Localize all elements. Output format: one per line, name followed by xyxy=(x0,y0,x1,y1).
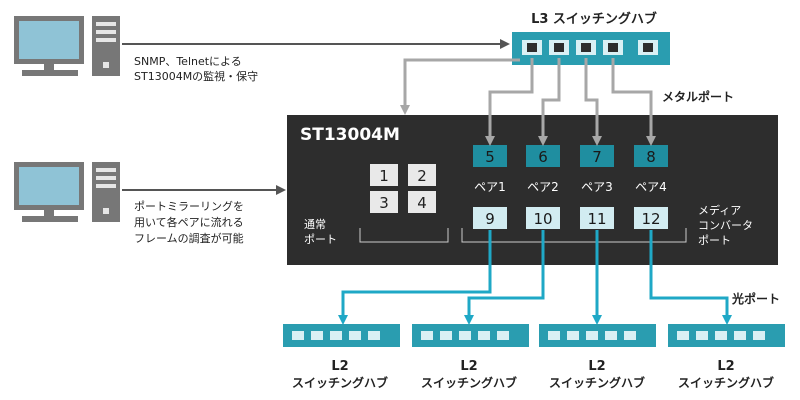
metal-port-5 xyxy=(473,145,507,167)
metal-port-number-6: 6 xyxy=(538,148,548,166)
fiber-links xyxy=(338,230,732,325)
pc-bottom-caption-line3: フレームの調査が可能 xyxy=(134,231,244,245)
pair-label-1: ペア1 xyxy=(474,180,506,194)
pair-label-3: ペア3 xyxy=(581,180,613,194)
metal-link-pair2 xyxy=(538,58,561,146)
device-title: ST13004M xyxy=(300,125,400,145)
metal-link-pair4 xyxy=(611,58,656,146)
l2-switch-4 xyxy=(668,324,785,347)
optical-ports: 9 10 11 12 xyxy=(473,207,668,229)
metal-links xyxy=(400,58,656,146)
optical-port-label: 光ポート xyxy=(731,291,780,306)
metal-link-pair3 xyxy=(584,58,602,146)
l2-switch-3-label-line2: スイッチングハブ xyxy=(549,375,645,390)
l2-switch-4-label-line2: スイッチングハブ xyxy=(678,375,774,390)
metal-port-label: メタルポート xyxy=(662,89,734,104)
metal-port-6 xyxy=(526,145,560,167)
computer-icon-bottom xyxy=(14,162,120,222)
metal-port-8 xyxy=(634,145,668,167)
l2-switch-1-label-line1: L2 xyxy=(331,359,348,374)
l2-switch-2-label-line2: スイッチングハブ xyxy=(421,375,517,390)
normal-port-1 xyxy=(370,164,398,186)
metal-port-number-5: 5 xyxy=(485,148,495,166)
l2-switch-2 xyxy=(412,324,529,347)
normal-ports-bracket xyxy=(359,228,449,243)
l2-switch-3-label-line1: L2 xyxy=(588,359,605,374)
management-link-to-device xyxy=(400,58,520,115)
l2-switch-1 xyxy=(283,324,400,347)
optical-port-12 xyxy=(634,207,668,229)
pc-bottom-caption-line1: ポートミラーリングを xyxy=(134,199,244,213)
media-converter-bracket xyxy=(461,228,687,243)
metal-port-number-8: 8 xyxy=(646,148,656,166)
metal-ports: 5 6 7 8 xyxy=(473,145,668,167)
pair-label-4: ペア4 xyxy=(635,180,667,194)
l2-switch-3 xyxy=(539,324,656,347)
normal-port-2 xyxy=(408,164,436,186)
metal-link-pair1 xyxy=(485,58,534,146)
optical-port-number-9: 9 xyxy=(485,210,495,228)
l3-switch-label: L3 スイッチングハブ xyxy=(531,11,657,27)
l3-switch-icon xyxy=(512,32,670,65)
normal-port-label-1: 1 xyxy=(379,167,389,185)
computer-icon-top xyxy=(14,16,120,76)
l2-switch-1-label-line2: スイッチングハブ xyxy=(292,375,388,390)
media-converter-label-line1: メディア xyxy=(698,203,741,217)
normal-ports-label-line1: 通常 xyxy=(304,218,326,231)
l2-switch-4-label-line1: L2 xyxy=(717,359,734,374)
normal-port-3 xyxy=(370,191,398,213)
normal-ports: 1 2 3 4 xyxy=(370,164,436,213)
optical-port-number-10: 10 xyxy=(533,210,552,228)
media-converter-label-line2: コンバータ xyxy=(698,219,753,232)
fiber-link-port9 xyxy=(338,230,492,325)
st13004m-device xyxy=(287,115,778,265)
optical-port-11 xyxy=(580,207,614,229)
pc-bottom-caption-line2: 用いて各ペアに流れる xyxy=(134,215,244,229)
optical-port-9 xyxy=(473,207,507,229)
metal-port-number-7: 7 xyxy=(592,148,602,166)
pair-label-2: ペア2 xyxy=(527,180,559,194)
media-converter-label-line3: ポート xyxy=(698,234,731,247)
pc-top-caption-line2: ST13004Mの監視・保守 xyxy=(134,69,258,83)
normal-port-label-4: 4 xyxy=(417,194,427,212)
l2-switch-2-label-line1: L2 xyxy=(460,359,477,374)
normal-ports-label-line2: ポート xyxy=(304,233,337,246)
optical-port-10 xyxy=(526,207,560,229)
normal-port-4 xyxy=(408,191,436,213)
fiber-link-port10 xyxy=(464,230,545,325)
normal-port-label-3: 3 xyxy=(379,194,389,212)
optical-port-number-11: 11 xyxy=(587,210,606,228)
fiber-link-port12 xyxy=(649,230,732,325)
pc-top-caption-line1: SNMP、Telnetによる xyxy=(134,55,242,68)
optical-port-number-12: 12 xyxy=(641,210,660,228)
metal-port-7 xyxy=(580,145,614,167)
normal-port-label-2: 2 xyxy=(417,167,427,185)
